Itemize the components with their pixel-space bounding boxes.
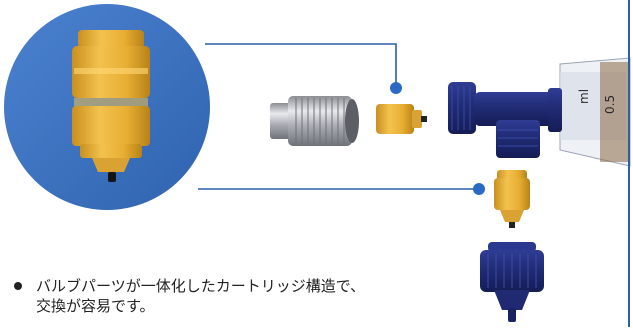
- navy-cap: [480, 242, 544, 322]
- syringe-unit-label: ml: [577, 89, 591, 104]
- caption-line-2: 交換が容易です。: [36, 297, 155, 315]
- caption-line-1: バルブパーツが一体化したカートリッジ構造で、: [36, 277, 366, 295]
- callout-lines: [198, 43, 485, 195]
- lower-callout-dot: [473, 183, 485, 195]
- metal-nut: [270, 96, 359, 146]
- feature-caption: バルブパーツが一体化したカートリッジ構造で、 交換が容易です。: [14, 276, 444, 316]
- syringe-barrel: ml 0.5: [548, 57, 631, 167]
- small-yellow-valve-vertical: [494, 170, 530, 228]
- small-yellow-valve-horizontal: [376, 104, 427, 134]
- zoomed-yellow-valve: [72, 30, 150, 182]
- right-frame-border: [628, 0, 630, 327]
- navy-t-connector: [448, 82, 564, 158]
- syringe-scale-value: 0.5: [603, 95, 617, 114]
- zoomed-valve-circle: [4, 4, 210, 210]
- upper-callout-line: [205, 43, 397, 86]
- upper-callout-dot: [390, 82, 402, 94]
- bullet-icon: [14, 282, 22, 290]
